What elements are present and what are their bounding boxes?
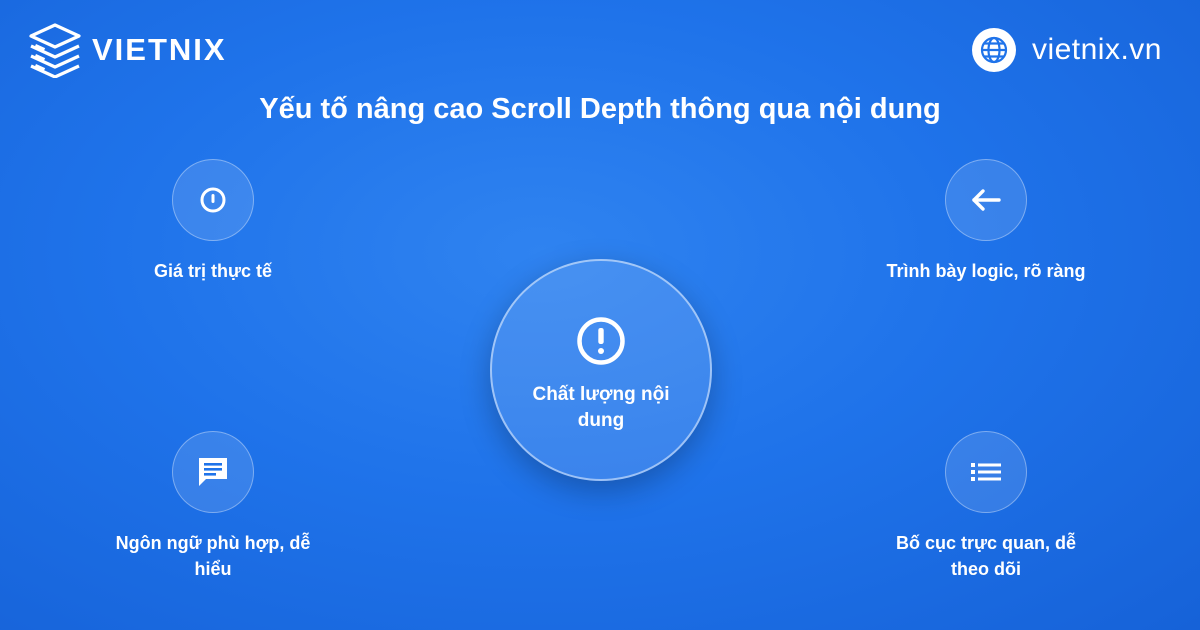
page-title: Yếu tố nâng cao Scroll Depth thông qua n… [259,93,941,125]
list-icon [971,463,1001,481]
node-label-logical-presentation: Trình bày logic, rõ ràng [886,261,1086,281]
node-label-practical-value: Giá trị thực tế [153,261,273,281]
node-label-visual-layout: Bố cục trực quan, dễ theo dõi [895,533,1077,579]
site-url[interactable]: vietnix.vn [1031,33,1162,66]
arrow-left-icon [972,189,1001,211]
center-node: Chất lượng nội dung [490,259,712,481]
globe-icon [971,28,1016,72]
center-label: Chất lượng nội dung [532,384,670,431]
node-label-suitable-language: Ngôn ngữ phù hợp, dễ hiểu [115,533,311,579]
target-icon [200,187,226,213]
site-link[interactable]: vietnix.vn [971,28,1162,72]
exclamation-circle-icon [577,317,625,365]
node-logical-presentation [945,159,1027,241]
brand-logo: VIETNIX [28,22,227,78]
brand-name: VIETNIX [92,32,227,67]
message-icon [199,458,227,486]
node-visual-layout [945,431,1027,513]
node-practical-value [172,159,254,241]
node-suitable-language [172,431,254,513]
server-stack-icon [29,23,81,78]
